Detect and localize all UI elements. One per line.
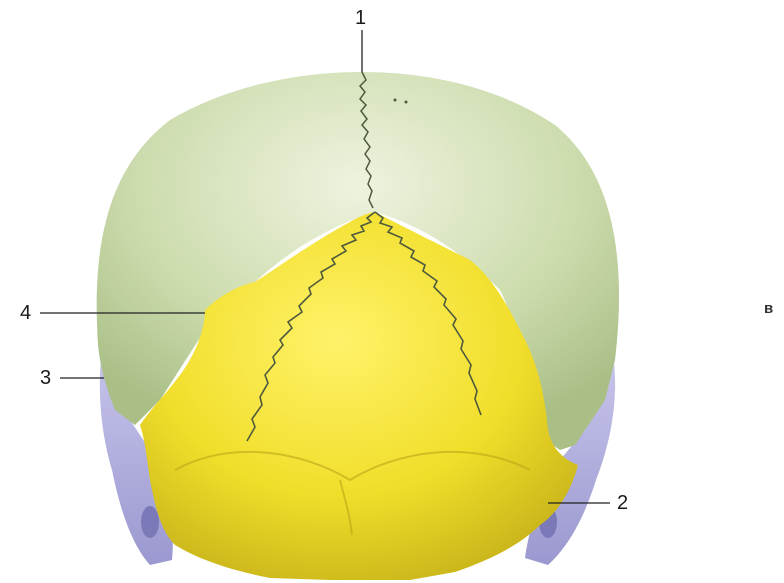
callout-4: 4 — [20, 303, 31, 323]
callout-3: 3 — [40, 368, 51, 388]
panel-letter: в — [764, 300, 773, 317]
callout-2: 2 — [617, 493, 628, 513]
callout-1: 1 — [355, 8, 366, 28]
